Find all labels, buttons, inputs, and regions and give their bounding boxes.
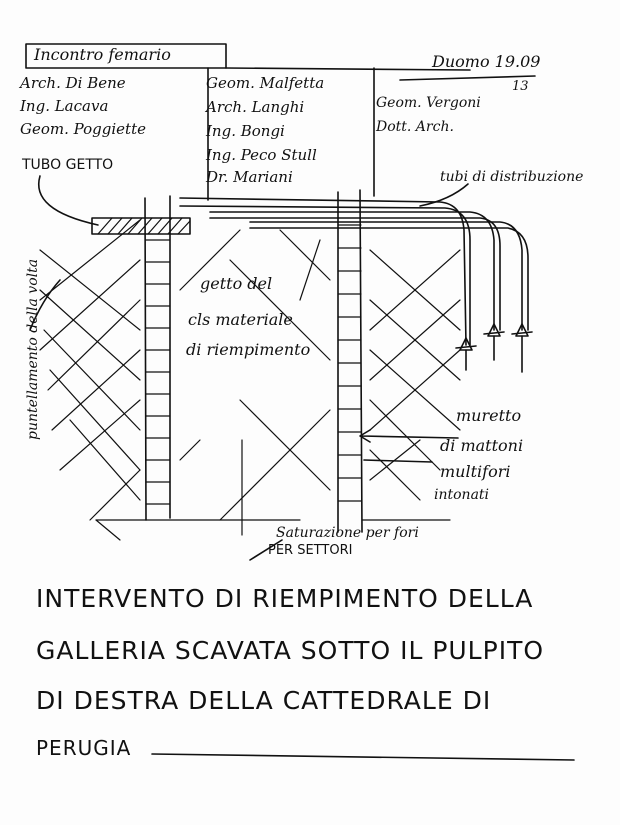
muretto-arrow-2 — [363, 459, 433, 463]
tubi-leader — [419, 183, 469, 207]
caption-line-4: PERUGIA — [36, 736, 132, 760]
date-year: 13 — [512, 79, 529, 94]
pipe-outlets — [455, 323, 533, 373]
tubo-getto-leader — [37, 175, 99, 226]
saturazione-leader — [249, 539, 283, 561]
attendee-col1-2: Ing. Lacava — [20, 97, 109, 115]
muretto-label-3: multifori — [440, 462, 511, 481]
attendee-col3-2: Dott. Arch. — [376, 119, 454, 135]
fill-hatching-center — [179, 229, 331, 536]
getto-label-1: getto del — [200, 274, 273, 293]
caption-line-2: GALLERIA SCAVATA SOTTO IL PULPITO — [36, 636, 545, 665]
attendee-col2-2: Arch. Langhi — [206, 98, 305, 116]
left-wall-edge-a — [144, 197, 147, 521]
muretto-label-1: muretto — [456, 406, 522, 425]
header-top-rule — [225, 67, 471, 71]
meeting-title: Incontro femario — [34, 45, 171, 64]
distribution-pipes — [179, 197, 529, 346]
tubi-distribuzione-label: tubi di distribuzione — [440, 169, 584, 185]
attendee-col1-1: Arch. Di Bene — [20, 74, 126, 92]
attendee-col3-1: Geom. Vergoni — [376, 95, 481, 111]
saturazione-label-1: Saturazione per fori — [276, 525, 419, 541]
muretto-label-2: di mattoni — [440, 436, 524, 455]
attendee-col1-3: Geom. Poggiette — [20, 120, 146, 138]
getto-label-2: cls materiale — [188, 310, 293, 329]
muretto-arrow — [359, 429, 459, 443]
muretto-label-4: intonati — [434, 487, 490, 503]
tubo-getto-pipe — [91, 217, 191, 235]
puntellamento-label: puntellamento della volta — [25, 258, 41, 440]
caption-underline — [151, 753, 575, 761]
right-wall-edge-b — [359, 189, 363, 533]
date-place: Duomo 19.09 — [432, 52, 541, 71]
saturazione-label-2: PER SETTORI — [268, 543, 353, 558]
date-underline — [399, 75, 536, 81]
title-box — [25, 43, 227, 69]
caption-line-1: INTERVENTO DI RIEMPIMENTO DELLA — [36, 584, 534, 613]
puntellamento-leader — [29, 279, 61, 331]
attendee-col2-4: Ing. Peco Stull — [206, 146, 317, 164]
fill-hatching-left — [39, 219, 301, 541]
fill-hatching-right — [361, 249, 461, 521]
getto-label-3: di riempimento — [186, 340, 311, 359]
caption-line-3: DI DESTRA DELLA CATTEDRALE DI — [36, 686, 492, 715]
right-wall-rungs — [337, 224, 362, 502]
left-wall-rungs — [145, 239, 171, 505]
attendee-col2-1: Geom. Malfetta — [206, 74, 325, 92]
attendee-col2-3: Ing. Bongi — [206, 122, 285, 140]
tubo-getto-label: TUBO GETTO — [22, 157, 114, 173]
attendee-col2-5: Dr. Mariani — [206, 168, 293, 186]
